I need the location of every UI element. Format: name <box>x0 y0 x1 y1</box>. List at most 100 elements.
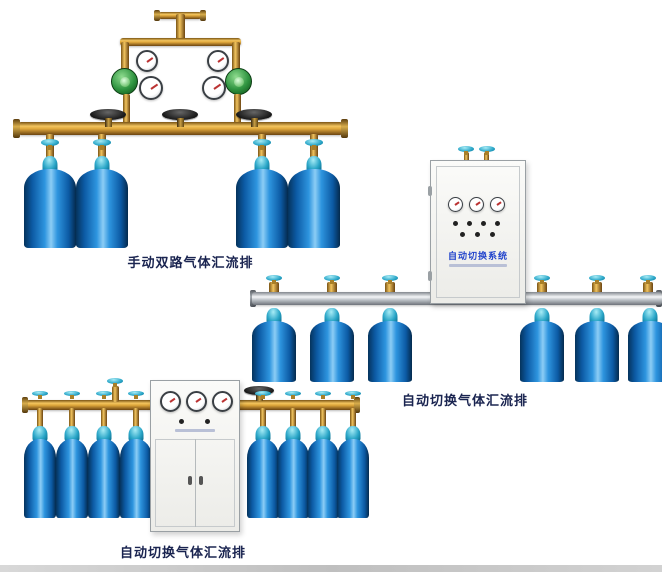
cylinder-valve-knob-icon <box>345 391 361 400</box>
cylinder-valve-knob-icon <box>589 275 605 285</box>
gas-cylinder <box>277 426 309 518</box>
indicator-light <box>490 232 495 237</box>
pressure-gauge <box>202 76 226 100</box>
cabinet-top-valve-icon <box>458 146 474 156</box>
valve-handwheel-icon <box>162 109 198 129</box>
inlet-riser-pipe <box>176 14 185 42</box>
indicator-light <box>205 419 210 424</box>
gas-cylinder <box>24 156 76 248</box>
valve-handwheel-icon <box>236 109 272 129</box>
pipe-end-cap <box>354 397 360 413</box>
cylinder-drop-pipe <box>350 408 356 428</box>
manifold-valve-body <box>385 282 395 294</box>
cylinder-valve-knob-icon <box>382 275 398 285</box>
cylinder-drop-pipe <box>290 408 296 428</box>
pressure-gauge <box>160 391 181 412</box>
cabinet-hinge <box>428 186 432 196</box>
pressure-gauge <box>490 197 505 212</box>
cylinder-valve-knob-icon <box>285 391 301 400</box>
cabinet-top-valve-icon <box>479 146 495 156</box>
pipe-end-cap <box>154 10 160 21</box>
cylinder-valve-knob-icon <box>266 275 282 285</box>
manifold-valve-body <box>537 282 547 294</box>
gas-cylinder <box>236 156 288 248</box>
gas-cylinder <box>575 308 619 382</box>
branch-down-pipe-right <box>232 42 240 72</box>
manifold-valve-body <box>643 282 653 294</box>
indicator-light <box>495 221 500 226</box>
cabinet-hinge <box>428 271 432 281</box>
inlet-riser-pipe <box>112 386 119 402</box>
indicator-light <box>467 221 472 226</box>
indicator-light <box>460 232 465 237</box>
cabinet-door-handle <box>199 476 203 485</box>
indicator-light <box>179 419 184 424</box>
product-caption: 手动双路气体汇流排 <box>127 256 254 271</box>
manifold-valve-body <box>269 282 279 294</box>
cylinder-valve-knob-icon <box>41 139 59 151</box>
product-figure-manual-dual-manifold: 手动双路气体汇流排 <box>8 6 353 271</box>
cabinet-nameplate: 自动切换系统 <box>447 252 508 262</box>
gas-cylinder <box>520 308 564 382</box>
gas-cylinder <box>337 426 369 518</box>
pipe-end-cap <box>13 119 20 138</box>
indicator-light <box>475 232 480 237</box>
cylinder-drop-pipe <box>260 408 266 428</box>
cylinder-drop-pipe <box>37 408 43 428</box>
page-footer-strip <box>0 565 662 572</box>
cylinder-valve-knob-icon <box>128 391 144 400</box>
gas-cylinder <box>252 308 296 382</box>
pressure-gauge <box>186 391 207 412</box>
upper-branch-pipe <box>120 38 241 46</box>
gas-cylinder <box>307 426 339 518</box>
gas-cylinder <box>76 156 128 248</box>
pressure-gauge <box>212 391 233 412</box>
cabinet-door-panel <box>436 166 520 298</box>
regulator-wheel <box>111 68 138 95</box>
cylinder-valve-knob-icon <box>64 391 80 400</box>
cylinder-drop-pipe <box>101 408 107 428</box>
gas-cylinder <box>56 426 88 518</box>
gas-cylinder <box>310 308 354 382</box>
cylinder-valve-knob-icon <box>324 275 340 285</box>
manifold-valve-body <box>327 282 337 294</box>
cylinder-valve-knob-icon <box>96 391 112 400</box>
pressure-gauge <box>139 76 163 100</box>
gas-cylinder <box>288 156 340 248</box>
cabinet-top-pipe <box>484 152 489 164</box>
gas-cylinder <box>247 426 279 518</box>
cylinder-valve-knob-icon <box>315 391 331 400</box>
pipe-end-cap <box>22 397 28 413</box>
indicator-light <box>453 221 458 226</box>
gas-cylinder <box>88 426 120 518</box>
cylinder-drop-pipe <box>133 408 139 428</box>
branch-down-pipe-left <box>121 42 129 72</box>
cabinet-door-divider <box>195 439 196 527</box>
indicator-light <box>481 221 486 226</box>
cabinet-nameplate-subtext <box>449 264 507 267</box>
pipe-end-cap <box>200 10 206 21</box>
gas-cylinder <box>368 308 412 382</box>
cylinder-valve-knob-icon <box>534 275 550 285</box>
product-caption: 自动切换气体汇流排 <box>119 546 246 561</box>
gas-cylinder <box>24 426 56 518</box>
manifold-valve-body <box>592 282 602 294</box>
control-cabinet: 自动切换系统 <box>428 160 526 304</box>
cylinder-drop-pipe <box>320 408 326 428</box>
pressure-gauge <box>469 197 484 212</box>
regulator-outlet-pipe <box>123 94 130 124</box>
riser-valve-knob-icon <box>107 378 123 388</box>
product-figure-auto-switch-wall: 自动切换系统 自动切换气体汇流排 <box>250 150 662 409</box>
regulator-wheel <box>225 68 252 95</box>
cylinder-valve-knob-icon <box>32 391 48 400</box>
pressure-gauge <box>448 197 463 212</box>
cylinder-valve-knob-icon <box>93 139 111 151</box>
gas-cylinder <box>120 426 152 518</box>
pressure-gauge <box>136 50 158 72</box>
product-caption: 自动切换气体汇流排 <box>402 394 529 409</box>
cabinet-nameplate-subtext <box>175 429 215 432</box>
gas-cylinder <box>628 308 662 382</box>
valve-handwheel-icon <box>90 109 126 129</box>
cabinet-door-handle <box>188 476 192 485</box>
